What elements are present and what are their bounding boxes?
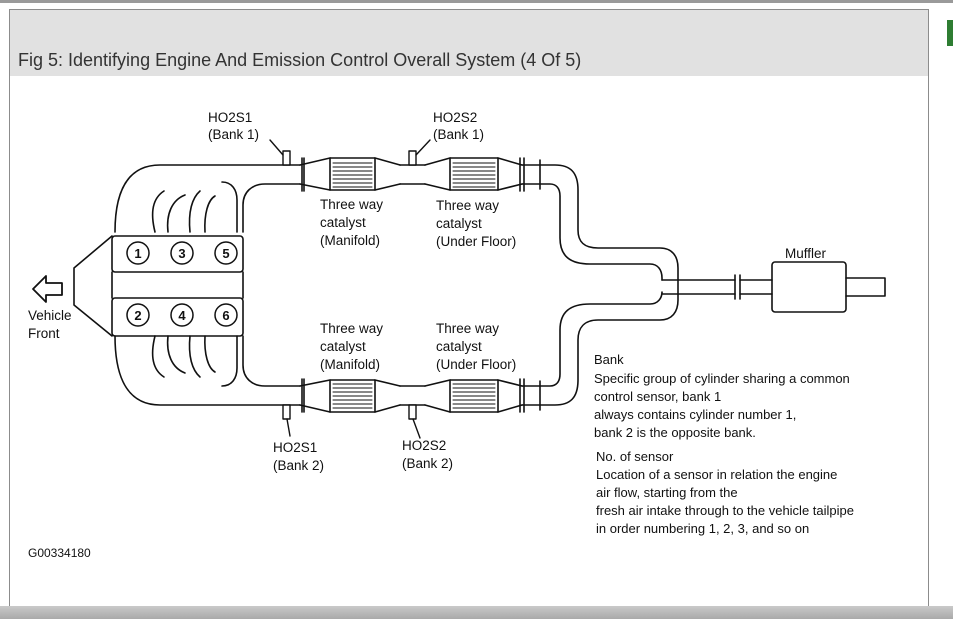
svg-text:catalyst: catalyst [320, 339, 366, 354]
ho2s1-bank2-label: HO2S1 (Bank 2) [273, 440, 324, 473]
svg-text:catalyst: catalyst [320, 215, 366, 230]
cylinder-group-bank2: 2 4 6 [126, 303, 238, 327]
figure-title: Fig 5: Identifying Engine And Emission C… [18, 50, 582, 70]
svg-text:Vehicle: Vehicle [28, 308, 72, 323]
svg-text:Front: Front [28, 326, 60, 341]
window-top-border [0, 0, 953, 3]
cylinder-2: 2 [126, 303, 150, 327]
cylinder-4: 4 [170, 303, 194, 327]
svg-text:Specific group of cylinder sha: Specific group of cylinder sharing a com… [594, 371, 850, 386]
svg-text:Bank: Bank [594, 352, 624, 367]
figure-panel: Fig 5: Identifying Engine And Emission C… [9, 9, 929, 607]
catalyst-manifold-top-label: Three way catalyst (Manifold) [320, 197, 383, 248]
vehicle-front-label: Vehicle Front [28, 308, 72, 341]
svg-text:HO2S1: HO2S1 [273, 440, 317, 455]
cylinder-group-bank1: 1 3 5 [126, 241, 238, 265]
figure-title-bar: Fig 5: Identifying Engine And Emission C… [10, 10, 928, 76]
svg-text:catalyst: catalyst [436, 216, 482, 231]
cylinder-5: 5 [214, 241, 238, 265]
svg-text:control sensor, bank 1: control sensor, bank 1 [594, 389, 721, 404]
figure-id: G00334180 [28, 546, 91, 560]
catalyst-manifold-bottom-label: Three way catalyst (Manifold) [320, 321, 383, 372]
ho2s2-bank2-label: HO2S2 (Bank 2) [402, 438, 453, 471]
svg-text:HO2S1: HO2S1 [208, 110, 252, 125]
svg-text:Three way: Three way [320, 197, 383, 212]
ho2s1-bank2-sensor [282, 404, 291, 437]
svg-text:(Under Floor): (Under Floor) [436, 357, 516, 372]
tail-pipe [661, 261, 886, 313]
svg-text:3: 3 [178, 246, 185, 261]
svg-text:6: 6 [222, 308, 229, 323]
ho2s1-bank1-sensor [269, 139, 291, 166]
svg-text:(Under Floor): (Under Floor) [436, 234, 516, 249]
window-bottom-strip [0, 606, 953, 619]
svg-text:4: 4 [178, 308, 186, 323]
svg-text:Location of a sensor in relati: Location of a sensor in relation the eng… [596, 467, 837, 482]
svg-text:Three way: Three way [320, 321, 383, 336]
note-bank: Bank Specific group of cylinder sharing … [594, 352, 850, 440]
svg-text:fresh air intake through to th: fresh air intake through to the vehicle … [596, 503, 854, 518]
svg-text:(Bank 2): (Bank 2) [273, 458, 324, 473]
bank1-catalyst-stripes [332, 162, 496, 188]
muffler-label: Muffler [785, 246, 827, 261]
svg-text:2: 2 [134, 308, 141, 323]
svg-text:air flow, starting from the: air flow, starting from the [596, 485, 738, 500]
ho2s2-bank2-sensor [408, 404, 421, 439]
svg-text:HO2S2: HO2S2 [402, 438, 446, 453]
catalyst-underfloor-bottom-label: Three way catalyst (Under Floor) [436, 321, 516, 372]
bank2-exhaust-pipe [114, 291, 679, 413]
svg-text:Three way: Three way [436, 321, 499, 336]
svg-text:(Bank 2): (Bank 2) [402, 456, 453, 471]
cylinder-3: 3 [170, 241, 194, 265]
bank2-catalyst-stripes [332, 383, 496, 409]
note-sensor-number: No. of sensor Location of a sensor in re… [596, 449, 854, 536]
catalyst-underfloor-top-label: Three way catalyst (Under Floor) [436, 198, 516, 249]
svg-text:Three way: Three way [436, 198, 499, 213]
svg-text:always contains cylinder numbe: always contains cylinder number 1, [594, 407, 796, 422]
svg-text:1: 1 [134, 246, 141, 261]
side-tab [947, 20, 953, 46]
svg-text:(Manifold): (Manifold) [320, 233, 380, 248]
svg-text:(Bank 1): (Bank 1) [433, 127, 484, 142]
svg-text:5: 5 [222, 246, 229, 261]
svg-text:(Bank 1): (Bank 1) [208, 127, 259, 142]
svg-text:catalyst: catalyst [436, 339, 482, 354]
bank1-exhaust-pipe [114, 157, 679, 281]
ho2s2-bank1-label: HO2S2 (Bank 1) [433, 110, 484, 142]
svg-text:No. of sensor: No. of sensor [596, 449, 674, 464]
svg-text:(Manifold): (Manifold) [320, 357, 380, 372]
vehicle-front-arrow-icon [32, 275, 63, 303]
cylinder-6: 6 [214, 303, 238, 327]
ho2s2-bank1-sensor [408, 139, 431, 166]
svg-text:bank 2 is the opposite bank.: bank 2 is the opposite bank. [594, 425, 756, 440]
ho2s1-bank1-label: HO2S1 (Bank 1) [208, 110, 259, 142]
svg-text:HO2S2: HO2S2 [433, 110, 477, 125]
engine-block [73, 235, 244, 337]
cylinder-1: 1 [126, 241, 150, 265]
svg-text:in order numbering 1, 2, 3, an: in order numbering 1, 2, 3, and so on [596, 521, 809, 536]
